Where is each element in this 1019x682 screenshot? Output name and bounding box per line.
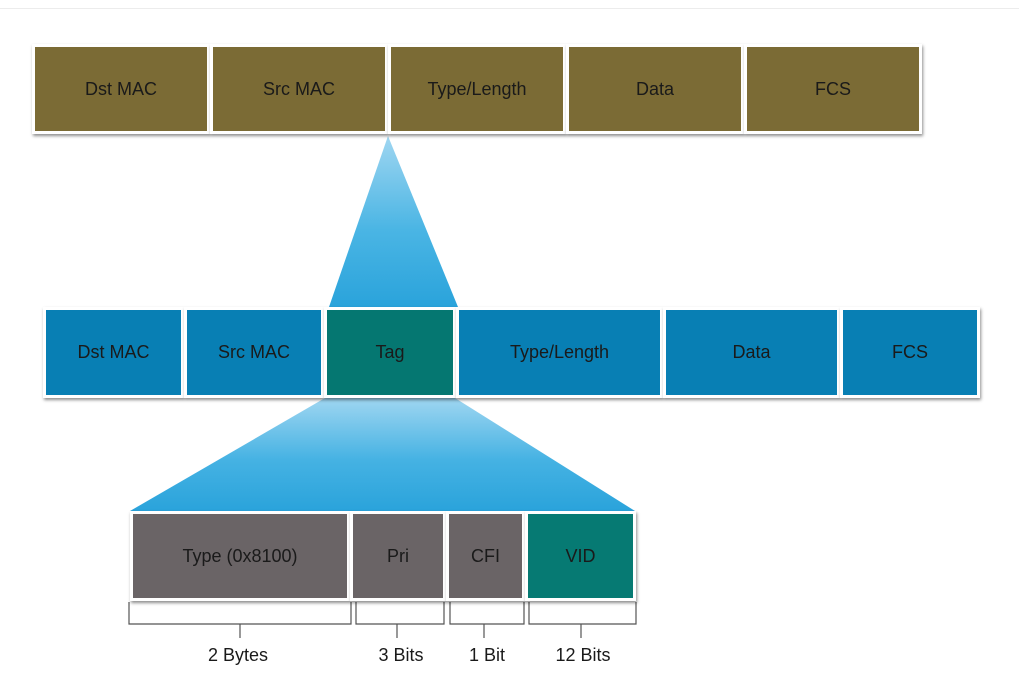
field-label: Dst MAC: [85, 78, 157, 99]
size-label-1-bit: 1 Bit: [468, 645, 506, 665]
field-label: Data: [732, 342, 771, 362]
size-label-12-bits: 12 Bits: [555, 645, 611, 665]
field-label: FCS: [815, 78, 851, 99]
field-label: Pri: [387, 545, 409, 566]
field-label: Type (0x8100): [182, 545, 298, 566]
tagged-type-length-field: Type/Length: [456, 307, 663, 398]
field-label: Src MAC: [263, 78, 335, 99]
tagged-data-field: Data: [663, 307, 840, 398]
untagged-data-field: Data: [566, 44, 744, 134]
bracket-2-bytes: [128, 602, 352, 638]
tagged-dst-mac-field: Dst MAC: [43, 307, 184, 398]
field-label: Type/Length: [509, 342, 610, 362]
field-label: VID: [565, 545, 596, 566]
field-label: Dst MAC: [77, 342, 150, 362]
field-label: Data: [635, 78, 675, 99]
untagged-dst-mac-field: Dst MAC: [32, 44, 210, 134]
tagged-tag-field: Tag: [324, 307, 456, 398]
field-label: Tag: [375, 342, 405, 362]
bracket-3-bits: [355, 602, 445, 638]
field-label: CFI: [471, 545, 500, 566]
tag-type-field: Type (0x8100): [130, 511, 350, 601]
tagged-src-mac-field: Src MAC: [184, 307, 324, 398]
untagged-src-mac-field: Src MAC: [210, 44, 388, 134]
bracket-12-bits: [528, 602, 637, 638]
tag-expansion-triangle: [130, 398, 635, 511]
tag-vid-field: VID: [525, 511, 636, 601]
field-label: Src MAC: [218, 342, 290, 362]
untagged-type-length-field: Type/Length: [388, 44, 566, 134]
size-label-3-bits: 3 Bits: [378, 645, 424, 665]
top-divider: [0, 8, 1019, 9]
tag-pri-field: Pri: [350, 511, 446, 601]
tagged-fcs-field: FCS: [840, 307, 980, 398]
field-label: FCS: [892, 342, 928, 362]
tag-cfi-field: CFI: [446, 511, 525, 601]
bracket-1-bit: [449, 602, 525, 638]
size-label-2-bytes: 2 Bytes: [207, 645, 269, 665]
tag-insertion-triangle: [329, 136, 458, 307]
untagged-fcs-field: FCS: [744, 44, 922, 134]
field-label: Type/Length: [427, 78, 527, 99]
